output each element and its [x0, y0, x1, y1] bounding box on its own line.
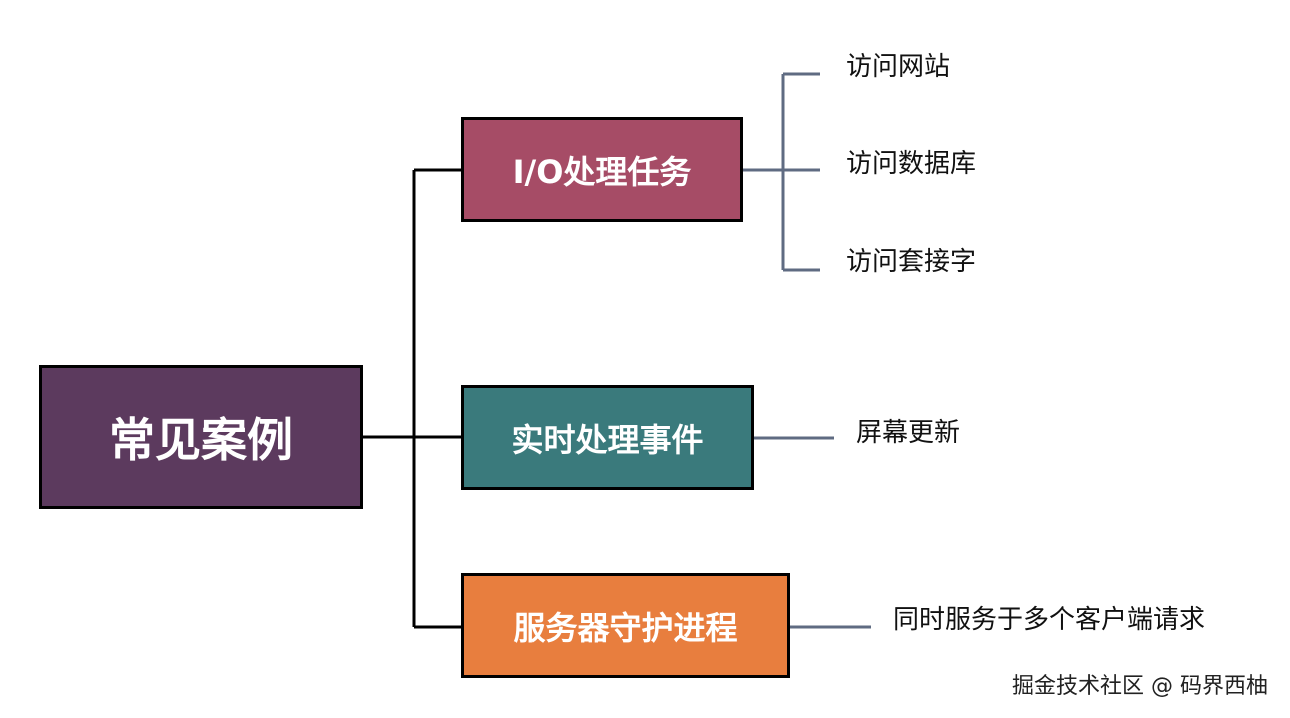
leaf-connectors	[743, 72, 871, 629]
branch-node-io-tasks: I/O处理任务	[461, 117, 743, 222]
watermark: 掘金技术社区 @ 码界西柚	[1012, 674, 1268, 699]
leaf-visit-socket: 访问套接字	[846, 247, 977, 277]
branch-node-realtime-events-label: 实时处理事件	[511, 420, 704, 459]
branch-node-server-daemon: 服务器守护进程	[461, 573, 790, 678]
root-connectors	[363, 168, 461, 629]
leaf-visit-database: 访问数据库	[846, 149, 977, 179]
branch-node-server-daemon-label: 服务器守护进程	[513, 608, 738, 647]
root-node-label: 常见案例	[109, 413, 293, 467]
root-node: 常见案例	[39, 365, 363, 509]
leaf-screen-update: 屏幕更新	[856, 418, 961, 448]
leaf-visit-website: 访问网站	[846, 52, 951, 82]
leaf-serve-multiple-clients: 同时服务于多个客户端请求	[893, 605, 1206, 635]
branch-node-io-tasks-label: I/O处理任务	[512, 152, 692, 191]
branch-node-realtime-events: 实时处理事件	[461, 385, 754, 490]
